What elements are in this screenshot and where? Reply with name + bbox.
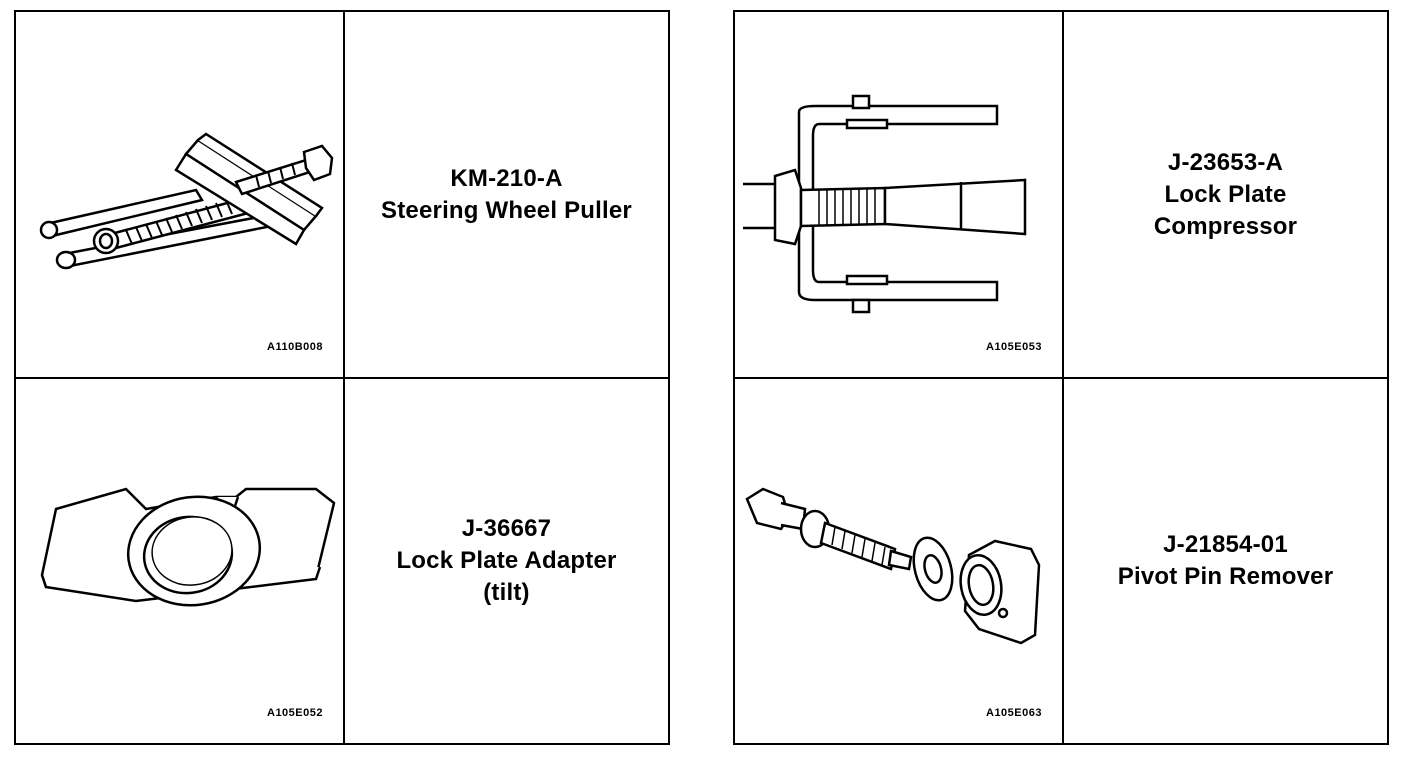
tool-row: A105E052 J-36667 Lock Plate Adapter (til… xyxy=(16,379,668,743)
tool-table-left: A110B008 KM-210-A Steering Wheel Puller xyxy=(14,10,670,745)
tool-row: A105E063 J-21854-01 Pivot Pin Remover xyxy=(735,379,1387,743)
tool-row: A110B008 KM-210-A Steering Wheel Puller xyxy=(16,12,668,379)
tool-name: Steering Wheel Puller xyxy=(381,196,632,224)
tool-qualifier: (tilt) xyxy=(483,579,530,606)
pivot-pin-remover-icon xyxy=(745,487,1041,645)
figure-code: A105E053 xyxy=(986,341,1042,353)
tool-name: Pivot Pin Remover xyxy=(1117,563,1334,590)
figure-code: A105E063 xyxy=(986,707,1042,719)
tool-number: J-36667 xyxy=(461,515,552,542)
tool-number: J-23653-A xyxy=(1167,148,1284,176)
tool-row: A105E053 J-23653-A Lock Plate Compressor xyxy=(735,12,1387,379)
tool-name-continued: Compressor xyxy=(1153,212,1298,240)
steering-wheel-puller-icon xyxy=(39,132,334,270)
tool-number: J-21854-01 xyxy=(1163,531,1288,558)
figure-code: A110B008 xyxy=(267,341,323,353)
tool-image-cell: A105E052 xyxy=(16,379,345,743)
tool-description: KM-210-A Steering Wheel Puller xyxy=(345,12,668,377)
tool-image-cell: A110B008 xyxy=(16,12,345,377)
lock-plate-adapter-icon xyxy=(40,487,336,607)
tool-description: J-36667 Lock Plate Adapter (tilt) xyxy=(345,379,668,743)
tool-name: Lock Plate Adapter xyxy=(396,547,617,574)
tool-description: J-23653-A Lock Plate Compressor xyxy=(1064,12,1387,377)
tool-image-cell: A105E063 xyxy=(735,379,1064,743)
lock-plate-compressor-icon xyxy=(743,94,1027,314)
tool-image-cell: A105E053 xyxy=(735,12,1064,377)
figure-code: A105E052 xyxy=(267,707,323,719)
tool-table-right: A105E053 J-23653-A Lock Plate Compressor xyxy=(733,10,1389,745)
tool-description: J-21854-01 Pivot Pin Remover xyxy=(1064,379,1387,743)
tool-number: KM-210-A xyxy=(450,164,563,192)
tool-name: Lock Plate xyxy=(1164,180,1287,208)
